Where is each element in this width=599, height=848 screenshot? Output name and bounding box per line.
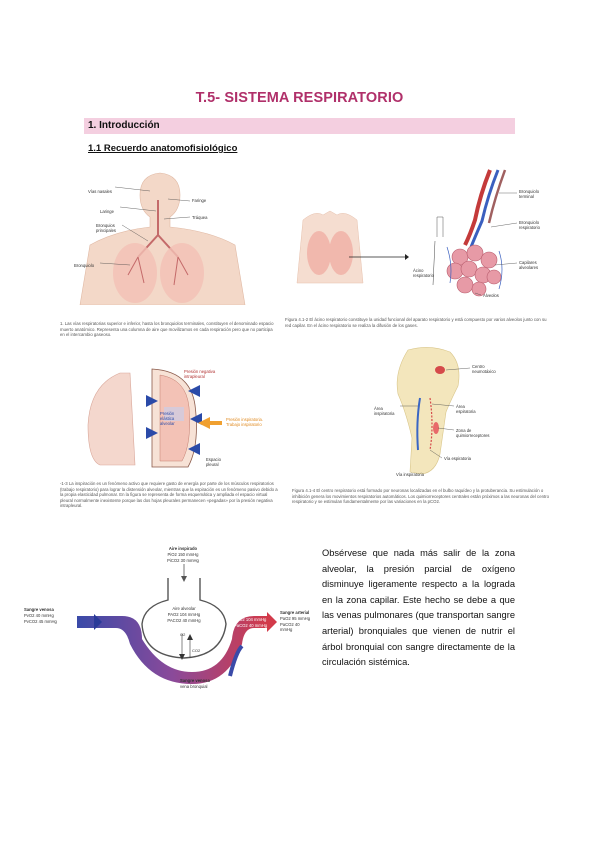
caption-pleura: -1-3 La inspiración es un fenómeno activ…: [60, 481, 278, 509]
label-paco2-alveolar: PACO2 40 mmHg: [167, 618, 201, 623]
label-bronquiolo-terminal: Bronquiolo terminal: [519, 189, 540, 199]
label-via-espiratoria: Vía espiratoria: [444, 456, 471, 461]
label-pvco2: PvCO2 45 mmHg: [24, 619, 57, 624]
label-traquea: Tráquea: [192, 215, 208, 220]
label-pao2-alveolar: PAO2 104 mmHg: [167, 612, 201, 617]
caption-acinus: Figura 4.1-2 El ácino respiratorio const…: [285, 317, 547, 328]
label-co2: CO2: [192, 648, 201, 653]
figure-pleura: Presión negativa intrapleural Presión el…: [60, 365, 280, 525]
body-paragraph: Obsérvese que nada más salir de la zona …: [322, 548, 515, 668]
brainstem-illustration: [396, 347, 471, 475]
label-pvo2: PvO2 40 mmHg: [24, 613, 54, 618]
label-presion-elastica: Presión elástica alveolar: [160, 411, 175, 426]
label-bronquiolo-respiratorio: Bronquiolo respiratorio: [519, 220, 540, 230]
caption-brainstem: Figura 4.1-4 El centro respiratorio está…: [292, 488, 549, 505]
section-heading: 1. Introducción: [88, 120, 160, 131]
alveolar-diagram: [77, 564, 277, 684]
label-sangre-arterial: Sangre arterial: [280, 610, 310, 615]
label-aire-alveolar: Aire alveolar: [172, 606, 196, 611]
label-laringe: Laringe: [100, 209, 114, 214]
label-quimiorreceptores: Zona de quimiorreceptores: [456, 428, 490, 438]
label-sangre-venosa: Sangre venosa: [24, 607, 54, 612]
label-presion-inspiratoria: Presión inspiratoria. Trabajo inspirator…: [226, 417, 264, 427]
label-pao2-arterial: PaO2 95 mmHg: [280, 616, 311, 621]
label-pico2: PiCO2 30 mmHg: [167, 558, 199, 563]
figure-airways: Vías nasales Faringe Laringe Tráquea Bro…: [60, 165, 280, 345]
caption-airways: 1. Las vías respiratorias superior e inf…: [60, 321, 274, 338]
label-presion-negativa: Presión negativa intrapleural: [184, 369, 216, 379]
label-bronquiolo: Bronquiolo: [74, 263, 95, 268]
label-paco2-arterial: PaCO2 40 mmHg: [280, 622, 300, 632]
label-via-inspiratoria: Vía inspiratoria: [396, 472, 424, 477]
figure-acinus: Bronquiolo terminal Bronquiolo respirato…: [285, 165, 555, 335]
label-pao2-capilar: PaO2 104 mmHg: [234, 617, 267, 622]
pleura-illustration: [87, 368, 222, 468]
label-vena-bronquial: vena bronquial: [180, 684, 208, 689]
label-centro-neumotaxico: Centro neumotáxico: [472, 364, 496, 374]
label-pio2: PiO2 150 mmHg: [167, 552, 199, 557]
label-sangre-venosa-bronquial: Sangre venosa: [180, 678, 210, 683]
label-capilares: Capilares alveolares: [519, 260, 539, 270]
acinus-illustration: [296, 169, 518, 297]
label-aire-inspirado: Aire inspirado: [168, 546, 198, 551]
section-highlight-bar: [84, 118, 515, 134]
label-paco2-capilar: PaCO2 40 mmHg: [234, 623, 268, 628]
label-vias-nasales: Vías nasales: [88, 189, 112, 194]
figure-brainstem: Centro neumotáxico Área inspiratoria Áre…: [290, 342, 555, 522]
label-bronquios: Bronquios principales: [96, 223, 117, 233]
label-faringe: Faringe: [192, 198, 207, 203]
label-area-espiratoria: Área espiratoria: [456, 404, 476, 414]
label-area-inspiratoria: Área inspiratoria: [374, 406, 395, 416]
page-title: T.5- SISTEMA RESPIRATORIO: [195, 90, 404, 106]
label-acino: Ácino respiratorio: [413, 268, 434, 278]
label-o2: O2: [180, 632, 186, 637]
airways-illustration: [79, 172, 246, 306]
subsection-heading: 1.1 Recuerdo anatomofisiológico: [88, 143, 238, 154]
label-alveolos: Alveolos: [483, 293, 499, 298]
label-espacio-pleural: Espacio pleural: [206, 457, 221, 467]
figure-alveolar-exchange: Aire inspirado PiO2 150 mmHg PiCO2 30 mm…: [22, 544, 312, 694]
